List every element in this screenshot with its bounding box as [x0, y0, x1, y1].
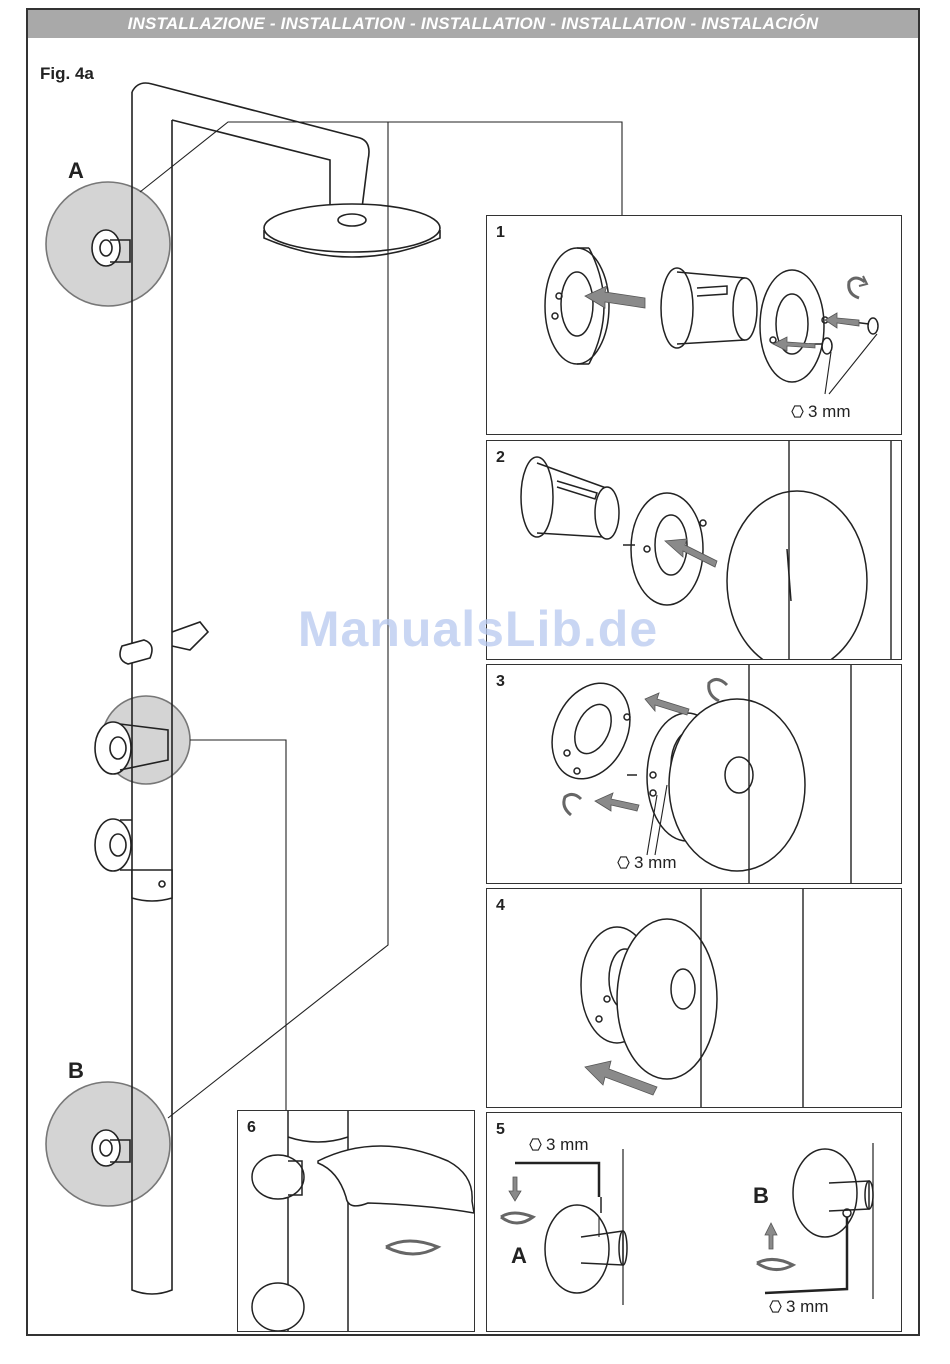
- hex-key-icon: [791, 405, 804, 418]
- step-5-panel: 5 3 mm 3 mm A B: [486, 1112, 902, 1332]
- rotate-arrow-icon: [849, 276, 867, 298]
- step-3-note-text: 3 mm: [634, 853, 677, 872]
- step-1-note-text: 3 mm: [808, 402, 851, 421]
- hex-key-icon: [617, 856, 630, 869]
- hex-key-icon: [769, 1300, 782, 1313]
- step-4-panel: 4: [486, 888, 902, 1108]
- callout-b: B: [68, 1058, 84, 1084]
- step-1-panel: 1: [486, 215, 902, 435]
- step-6-illustration: [238, 1111, 475, 1332]
- hex-key-icon: [529, 1138, 542, 1151]
- step-3-number: 3: [496, 673, 505, 691]
- step-5-note-bottom-text: 3 mm: [786, 1297, 829, 1316]
- bracket-lower: [95, 819, 132, 871]
- step-1-number: 1: [496, 224, 505, 242]
- step-5-label-b: B: [753, 1183, 769, 1209]
- step-4-illustration: [487, 889, 902, 1108]
- step-5-hex-note-top: 3 mm: [529, 1135, 589, 1155]
- watermark: ManualsLib.de: [288, 600, 668, 658]
- step-1-hex-note: 3 mm: [791, 402, 851, 422]
- step-5-number: 5: [496, 1121, 505, 1139]
- step-4-number: 4: [496, 897, 505, 915]
- callout-a: A: [68, 158, 84, 184]
- step-5-note-top-text: 3 mm: [546, 1135, 589, 1154]
- step-5-label-a: A: [511, 1243, 527, 1269]
- step-5-hex-note-bottom: 3 mm: [769, 1297, 829, 1317]
- step-3-illustration: [487, 665, 902, 884]
- step-3-panel: 3 3 mm: [486, 664, 902, 884]
- step-6-number: 6: [247, 1119, 256, 1137]
- step-2-number: 2: [496, 449, 505, 467]
- step-3-hex-note: 3 mm: [617, 853, 677, 873]
- step-6-panel: 6: [237, 1110, 475, 1332]
